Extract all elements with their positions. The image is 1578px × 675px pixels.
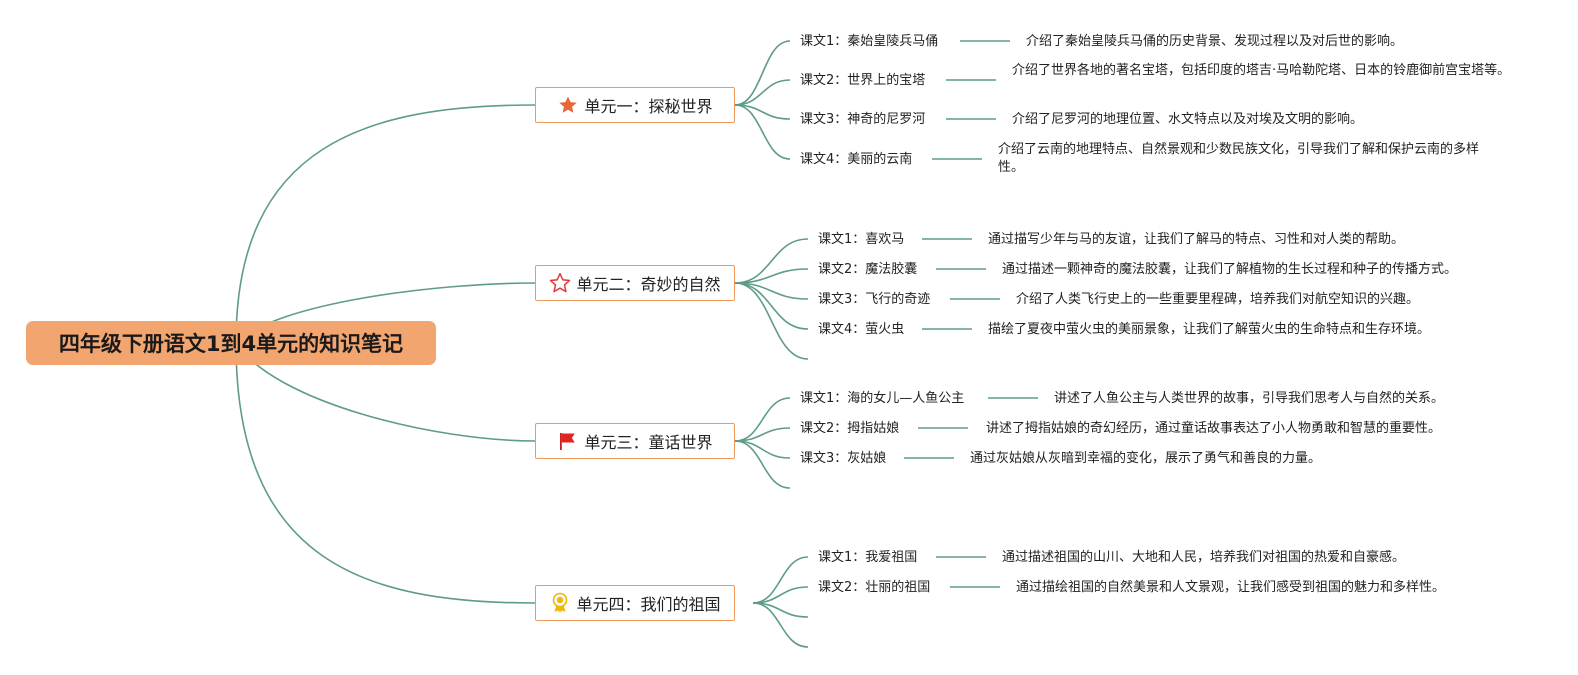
- red-flag-icon: [557, 430, 579, 452]
- lesson-description: 介绍了世界各地的著名宝塔，包括印度的塔吉·马哈勒陀塔、日本的铃鹿御前宫宝塔等。: [1012, 63, 1511, 78]
- unit-to-lesson-link: [734, 104, 791, 120]
- unit-to-lesson-link: [734, 282, 809, 360]
- unit-to-lesson-link: [734, 104, 791, 160]
- lesson-description: 描绘了夏夜中萤火虫的美丽景象，让我们了解萤火虫的生命特点和生存环境。: [988, 322, 1431, 337]
- lesson-description: 介绍了秦始皇陵兵马俑的历史背景、发现过程以及对后世的影响。: [1026, 34, 1404, 49]
- root-to-unit-link: [235, 342, 536, 604]
- lesson-label[interactable]: 课文1：我爱祖国: [818, 550, 918, 565]
- unit-3-topic[interactable]: 单元三：童话世界: [535, 423, 735, 459]
- lesson-description: 介绍了人类飞行史上的一些重要里程碑，培养我们对航空知识的兴趣。: [1016, 292, 1420, 307]
- lesson-label[interactable]: 课文2：世界上的宝塔: [800, 73, 926, 88]
- lesson-description: 介绍了云南的地理特点、自然景观和少数民族文化，引导我们了解和保护云南的多样性。: [998, 142, 1480, 175]
- unit-to-lesson-link: [734, 397, 791, 442]
- unit-to-lesson-link: [734, 282, 809, 300]
- lesson-label[interactable]: 课文3：灰姑娘: [800, 451, 887, 466]
- root-to-unit-link: [235, 104, 536, 344]
- lesson-label[interactable]: 课文1：秦始皇陵兵马俑: [800, 34, 939, 49]
- unit-title: 单元二：奇妙的自然: [576, 275, 721, 294]
- unit-to-lesson-link: [734, 238, 809, 284]
- unit-title: 单元三：童话世界: [584, 433, 713, 452]
- root-title: 四年级下册语文1到4单元的知识笔记: [58, 332, 404, 356]
- lesson-label[interactable]: 课文4：美丽的云南: [800, 152, 913, 167]
- unit-to-lesson-link: [734, 79, 791, 106]
- unit-title: 单元一：探秘世界: [584, 97, 713, 116]
- lesson-description: 讲述了拇指姑娘的奇幻经历，通过童话故事表达了小人物勇敢和智慧的重要性。: [986, 421, 1442, 436]
- root-topic[interactable]: 四年级下册语文1到4单元的知识笔记: [26, 321, 436, 365]
- lesson-label[interactable]: 课文2：壮丽的祖国: [818, 580, 931, 595]
- lesson-label[interactable]: 课文2：拇指姑娘: [800, 421, 900, 436]
- lesson-label[interactable]: 课文4：萤火虫: [818, 322, 905, 337]
- lesson-description: 通过描绘祖国的自然美景和人文景观，让我们感受到祖国的魅力和多样性。: [1016, 580, 1446, 595]
- unit-to-lesson-link: [734, 268, 809, 284]
- unit-title: 单元四：我们的祖国: [576, 595, 721, 614]
- unit-to-lesson-link: [734, 440, 791, 489]
- lesson-label[interactable]: 课文3：神奇的尼罗河: [800, 112, 926, 127]
- unit-to-lesson-link: [752, 602, 809, 648]
- unit-2-topic[interactable]: 单元二：奇妙的自然: [535, 265, 735, 301]
- lesson-label[interactable]: 课文2：魔法胶囊: [818, 262, 918, 277]
- lesson-description: 通过灰姑娘从灰暗到幸福的变化，展示了勇气和善良的力量。: [970, 451, 1322, 466]
- root-to-unit-link: [235, 342, 536, 442]
- unit-1-topic[interactable]: 单元一：探秘世界: [535, 87, 735, 123]
- lesson-description: 通过描述祖国的山川、大地和人民，培养我们对祖国的热爱和自豪感。: [1002, 550, 1406, 565]
- unit-to-lesson-link: [752, 556, 809, 604]
- star-outline-icon: [549, 272, 571, 294]
- unit-to-lesson-link: [734, 440, 791, 459]
- award-ribbon-icon: [549, 592, 571, 614]
- unit-4-topic[interactable]: 单元四：我们的祖国: [535, 585, 735, 621]
- lesson-label[interactable]: 课文3：飞行的奇迹: [818, 292, 931, 307]
- star-filled-icon: [557, 94, 579, 116]
- lesson-description: 介绍了尼罗河的地理位置、水文特点以及对埃及文明的影响。: [1012, 112, 1364, 127]
- lesson-description: 讲述了人鱼公主与人类世界的故事，引导我们思考人与自然的关系。: [1054, 391, 1445, 406]
- lesson-description: 通过描写少年与马的友谊，让我们了解马的特点、习性和对人类的帮助。: [988, 232, 1405, 247]
- lesson-label[interactable]: 课文1：喜欢马: [818, 232, 905, 247]
- unit-to-lesson-link: [734, 40, 791, 106]
- lesson-description: 通过描述一颗神奇的魔法胶囊，让我们了解植物的生长过程和种子的传播方式。: [1002, 262, 1458, 277]
- lesson-label[interactable]: 课文1：海的女儿—人鱼公主: [800, 391, 965, 406]
